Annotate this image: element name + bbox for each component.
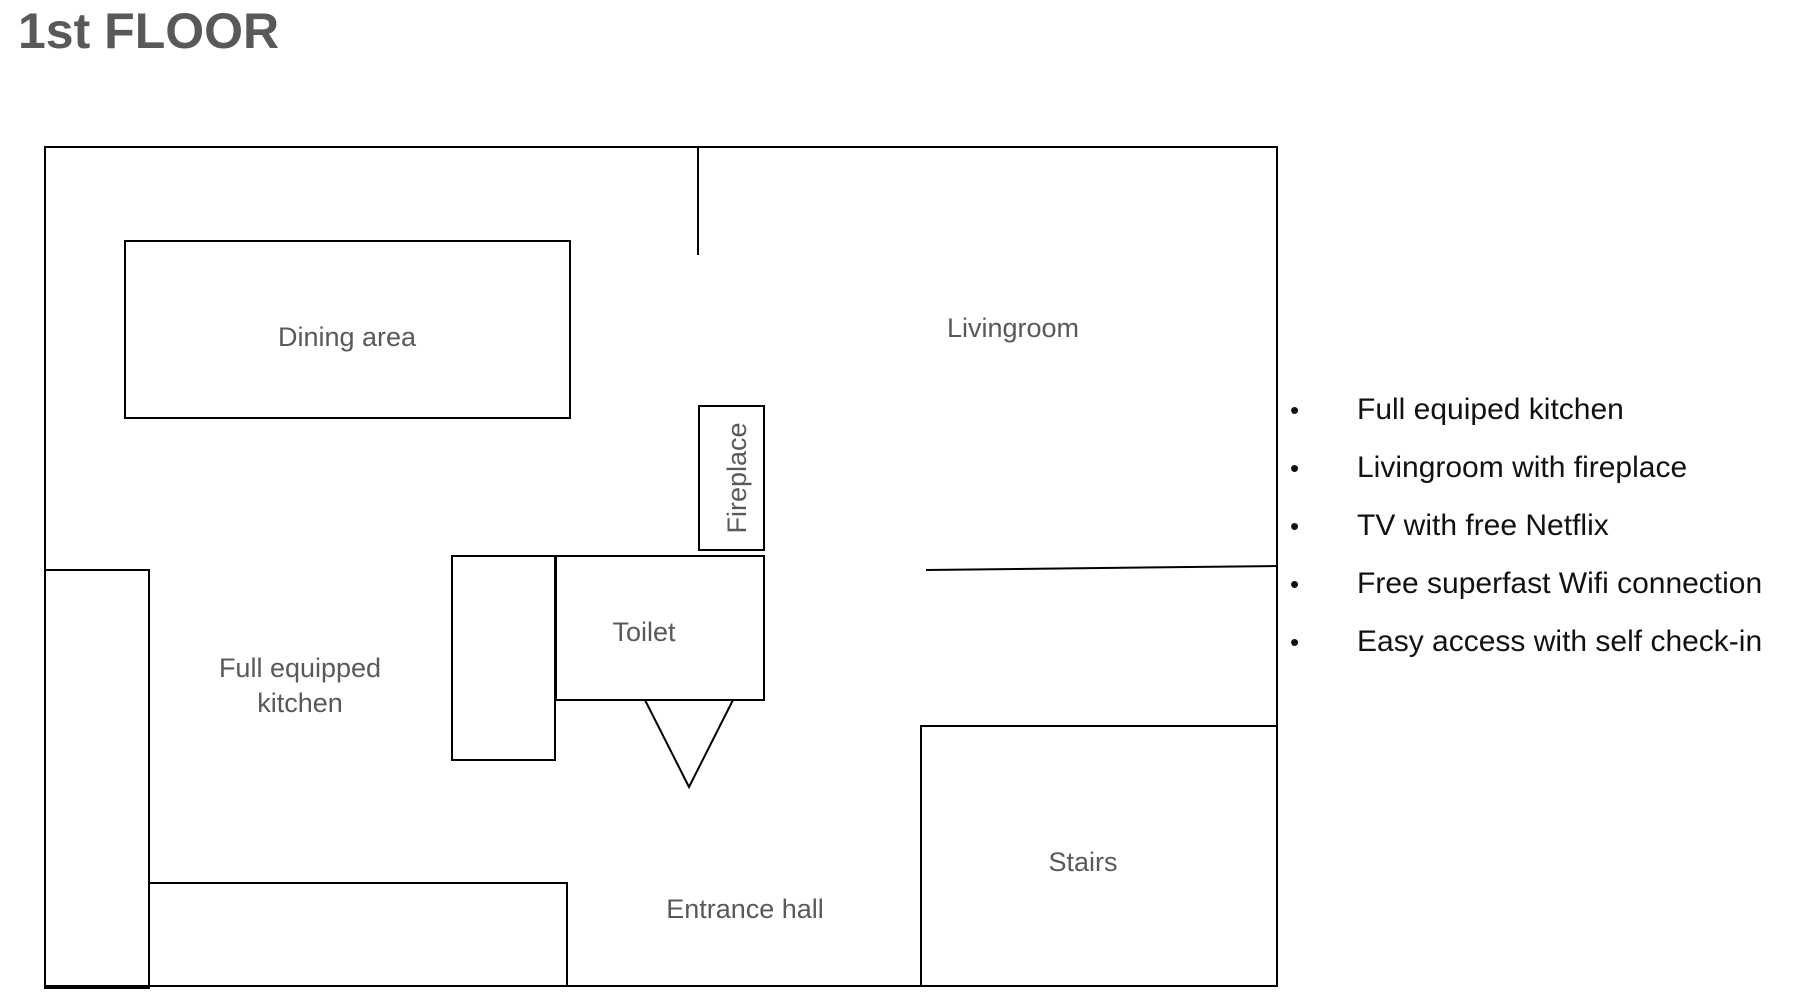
toilet-door-swing bbox=[644, 699, 734, 790]
kitchen-label-line2: kitchen bbox=[257, 688, 343, 718]
stairs-box bbox=[920, 725, 1278, 987]
entrance-hall-label: Entrance hall bbox=[666, 894, 824, 924]
kitchen-island bbox=[451, 555, 556, 761]
bullet-icon: • bbox=[1290, 395, 1300, 425]
kitchen-counter-bottom bbox=[148, 882, 568, 987]
bullet-icon: • bbox=[1290, 627, 1300, 657]
partition-wall-living bbox=[925, 565, 1278, 571]
dining-area-box bbox=[124, 240, 571, 419]
toilet-box bbox=[555, 555, 765, 701]
bullet-icon: • bbox=[1290, 453, 1300, 483]
fireplace-box bbox=[698, 405, 765, 551]
livingroom-label: Livingroom bbox=[947, 313, 1079, 343]
kitchen-counter-left bbox=[44, 569, 150, 989]
floor-plan: Dining area Livingroom Fireplace Toilet … bbox=[44, 146, 1278, 989]
toilet-label: Toilet bbox=[612, 617, 676, 647]
bullet-icon: • bbox=[1290, 569, 1300, 599]
kitchen-label-line1: Full equipped bbox=[219, 653, 381, 683]
page-title: 1st FLOOR bbox=[18, 3, 280, 59]
bullet-icon: • bbox=[1290, 511, 1300, 541]
fireplace-label: Fireplace bbox=[722, 422, 752, 533]
dining-area-label: Dining area bbox=[278, 322, 417, 352]
stairs-label: Stairs bbox=[1048, 847, 1117, 877]
